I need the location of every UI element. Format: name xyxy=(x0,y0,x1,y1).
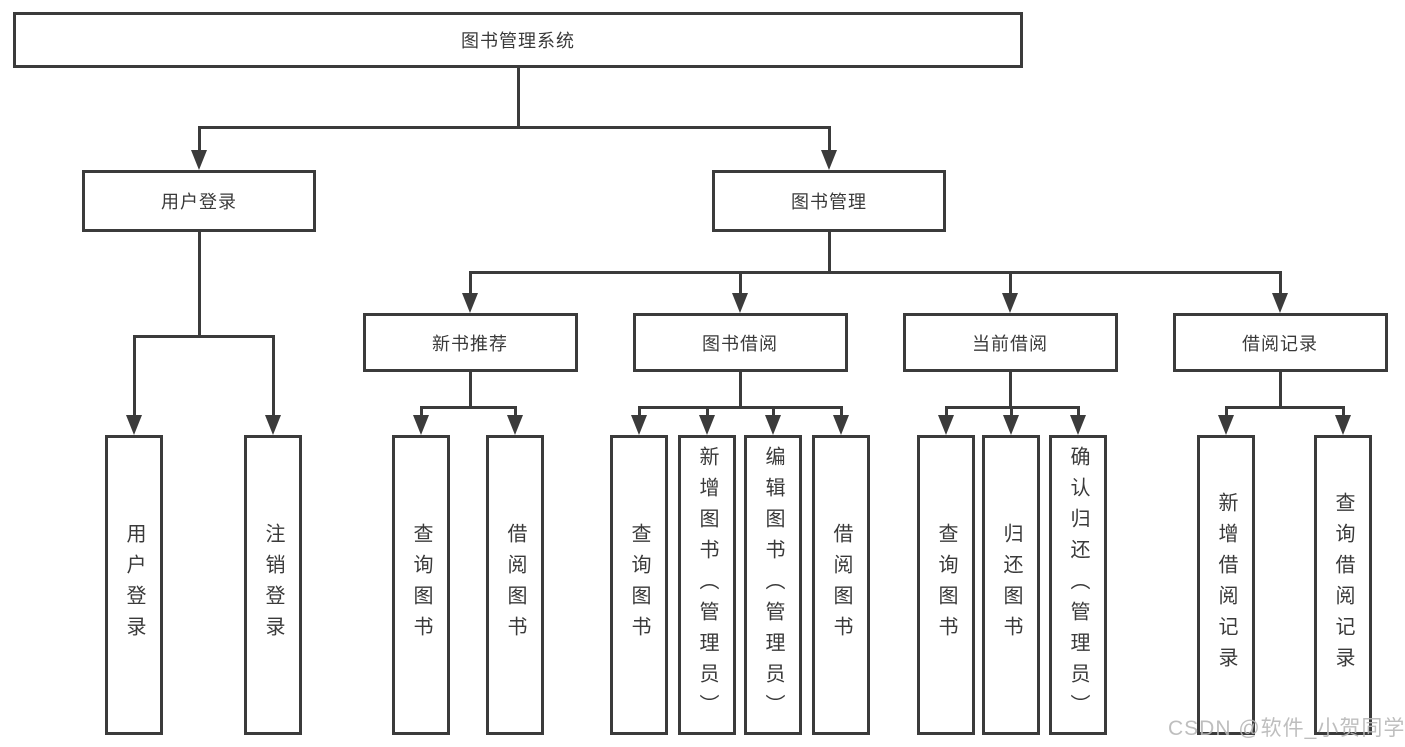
arrow-down-icon xyxy=(1002,293,1018,313)
node-borrow-records: 借阅记录 xyxy=(1172,313,1388,372)
arrow-down-icon xyxy=(765,415,781,435)
connector-vline xyxy=(839,406,843,417)
arrow-down-icon xyxy=(413,415,429,435)
leaf-label: 查询图书 xyxy=(935,523,957,647)
leaf-label: 编辑图书（管理员） xyxy=(762,445,784,725)
connector-hline xyxy=(419,406,517,409)
connector-vline xyxy=(1076,406,1080,417)
connector-hline xyxy=(197,126,831,129)
leaf-label: 借阅图书 xyxy=(830,523,852,647)
connector-vline xyxy=(944,406,948,417)
leaf-label: 注销登录 xyxy=(262,523,284,647)
connector-vline xyxy=(197,126,201,152)
arrow-down-icon xyxy=(1070,415,1086,435)
leaf-add-book-admin: 新增图书（管理员） xyxy=(678,435,736,735)
arrow-down-icon xyxy=(126,415,142,435)
arrow-down-icon xyxy=(462,293,478,313)
connector-vline xyxy=(771,406,775,417)
node-label: 用户登录 xyxy=(161,192,237,212)
connector-vline xyxy=(271,335,275,417)
leaf-search-books-2: 查询图书 xyxy=(610,435,668,735)
connector-vline xyxy=(1008,271,1012,295)
connector-vline xyxy=(738,271,742,295)
connector-hline xyxy=(132,335,275,338)
connector-vline xyxy=(468,372,472,409)
node-label: 新书推荐 xyxy=(432,333,508,354)
leaf-label: 用户登录 xyxy=(123,523,145,647)
node-label: 图书借阅 xyxy=(702,333,778,354)
node-new-book-recommend: 新书推荐 xyxy=(362,313,578,372)
leaf-borrow-books-2: 借阅图书 xyxy=(812,435,870,735)
leaf-user-login: 用户登录 xyxy=(105,435,163,735)
node-label: 图书管理 xyxy=(791,192,867,212)
arrow-down-icon xyxy=(938,415,954,435)
arrow-down-icon xyxy=(191,150,207,170)
leaf-label: 归还图书 xyxy=(1000,523,1022,647)
node-book-management: 图书管理 xyxy=(712,170,946,232)
node-book-borrow: 图书借阅 xyxy=(632,313,848,372)
connector-vline xyxy=(827,232,831,274)
arrow-down-icon xyxy=(1272,293,1288,313)
connector-vline xyxy=(738,372,742,409)
connector-vline xyxy=(468,271,472,295)
leaf-borrow-books-1: 借阅图书 xyxy=(486,435,544,735)
csdn-watermark: CSDN @软件_小贺同学 xyxy=(1168,717,1405,740)
connector-vline xyxy=(1278,372,1282,409)
node-user-login: 用户登录 xyxy=(82,170,316,232)
leaf-label: 新增借阅记录 xyxy=(1215,492,1237,678)
arrow-down-icon xyxy=(1218,415,1234,435)
connector-hline xyxy=(637,406,843,409)
connector-hline xyxy=(468,271,1282,274)
arrow-down-icon xyxy=(833,415,849,435)
arrow-down-icon xyxy=(507,415,523,435)
leaf-label: 借阅图书 xyxy=(504,523,526,647)
connector-vline xyxy=(132,335,136,417)
leaf-search-books-1: 查询图书 xyxy=(392,435,450,735)
leaf-confirm-return-admin: 确认归还（管理员） xyxy=(1049,435,1107,735)
connector-vline xyxy=(1008,372,1012,409)
node-label: 借阅记录 xyxy=(1242,333,1318,354)
leaf-logout: 注销登录 xyxy=(244,435,302,735)
arrow-down-icon xyxy=(631,415,647,435)
connector-vline xyxy=(197,232,201,338)
connector-vline xyxy=(827,126,831,152)
leaf-label: 查询借阅记录 xyxy=(1332,492,1354,678)
node-label: 图书管理系统 xyxy=(461,31,575,51)
leaf-label: 确认归还（管理员） xyxy=(1067,445,1089,725)
leaf-edit-book-admin: 编辑图书（管理员） xyxy=(744,435,802,735)
leaf-return-book: 归还图书 xyxy=(982,435,1040,735)
leaf-label: 新增图书（管理员） xyxy=(696,445,718,725)
arrow-down-icon xyxy=(699,415,715,435)
connector-vline xyxy=(705,406,709,417)
leaf-add-borrow-record: 新增借阅记录 xyxy=(1197,435,1255,735)
leaf-search-borrow-record: 查询借阅记录 xyxy=(1314,435,1372,735)
connector-hline xyxy=(1224,406,1345,409)
connector-vline xyxy=(516,68,520,128)
node-current-borrow: 当前借阅 xyxy=(902,313,1118,372)
connector-vline xyxy=(1224,406,1228,417)
arrow-down-icon xyxy=(821,150,837,170)
leaf-search-books-3: 查询图书 xyxy=(917,435,975,735)
leaf-label: 查询图书 xyxy=(410,523,432,647)
connector-vline xyxy=(637,406,641,417)
arrow-down-icon xyxy=(265,415,281,435)
connector-vline xyxy=(513,406,517,417)
connector-vline xyxy=(1009,406,1013,417)
connector-vline xyxy=(419,406,423,417)
arrow-down-icon xyxy=(1003,415,1019,435)
node-library-management-system: 图书管理系统 xyxy=(13,12,1023,68)
arrow-down-icon xyxy=(732,293,748,313)
connector-vline xyxy=(1341,406,1345,417)
arrow-down-icon xyxy=(1335,415,1351,435)
connector-vline xyxy=(1278,271,1282,295)
leaf-label: 查询图书 xyxy=(628,523,650,647)
node-label: 当前借阅 xyxy=(972,333,1048,354)
